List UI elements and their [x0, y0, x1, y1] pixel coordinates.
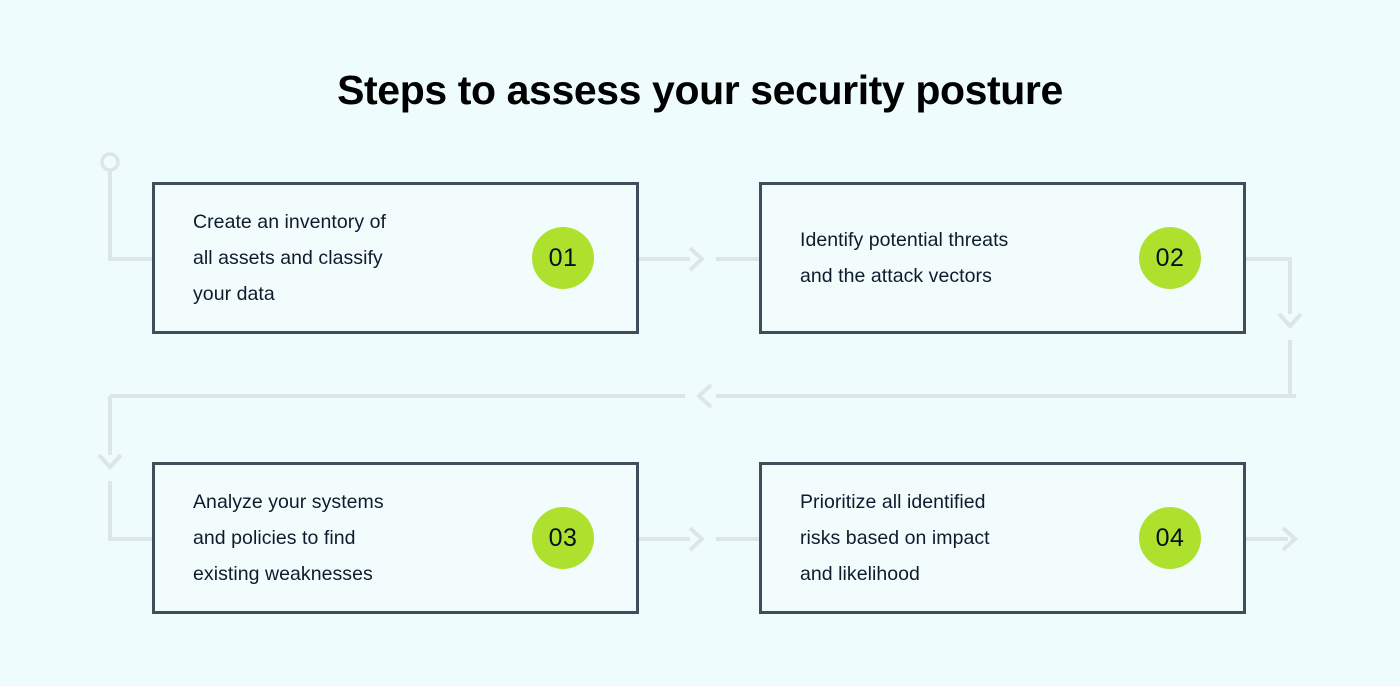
step-text-04: Prioritize all identified risks based on…	[800, 491, 990, 585]
step-box-01[interactable]: Create an inventory of all assets and cl…	[152, 182, 639, 334]
page-title: Steps to assess your security posture	[337, 67, 1063, 113]
step-box-02[interactable]: Identify potential threats and the attac…	[759, 182, 1246, 334]
connector-left-rail-down-b	[108, 481, 152, 541]
step-box-03[interactable]: Analyze your systems and policies to fin…	[152, 462, 639, 614]
arrow-right-icon-step-04-exit	[1281, 526, 1298, 552]
connector-step-02-right-down-a	[1246, 257, 1292, 314]
arrow-right-icon-step-01-to-02	[688, 246, 705, 272]
step-badge-01: 01	[532, 227, 594, 289]
arrow-left-icon-return-rail	[696, 383, 713, 409]
arrow-down-icon-into-step-03	[97, 453, 123, 470]
step-badge-03: 03	[532, 507, 594, 569]
step-badge-04: 04	[1139, 507, 1201, 569]
step-badge-02: 02	[1139, 227, 1201, 289]
step-text-01: Create an inventory of all assets and cl…	[193, 211, 386, 305]
step-text-03: Analyze your systems and policies to fin…	[193, 491, 384, 585]
arrow-down-icon-after-step-02	[1277, 312, 1303, 329]
arrow-right-icon-step-03-to-04	[688, 526, 705, 552]
connector-step-02-right-down-b	[1288, 340, 1296, 398]
start-circle-icon	[100, 152, 120, 172]
step-box-04[interactable]: Prioritize all identified risks based on…	[759, 462, 1246, 614]
step-text-02: Identify potential threats and the attac…	[800, 229, 1009, 287]
connector-start-to-step-01	[108, 171, 152, 261]
